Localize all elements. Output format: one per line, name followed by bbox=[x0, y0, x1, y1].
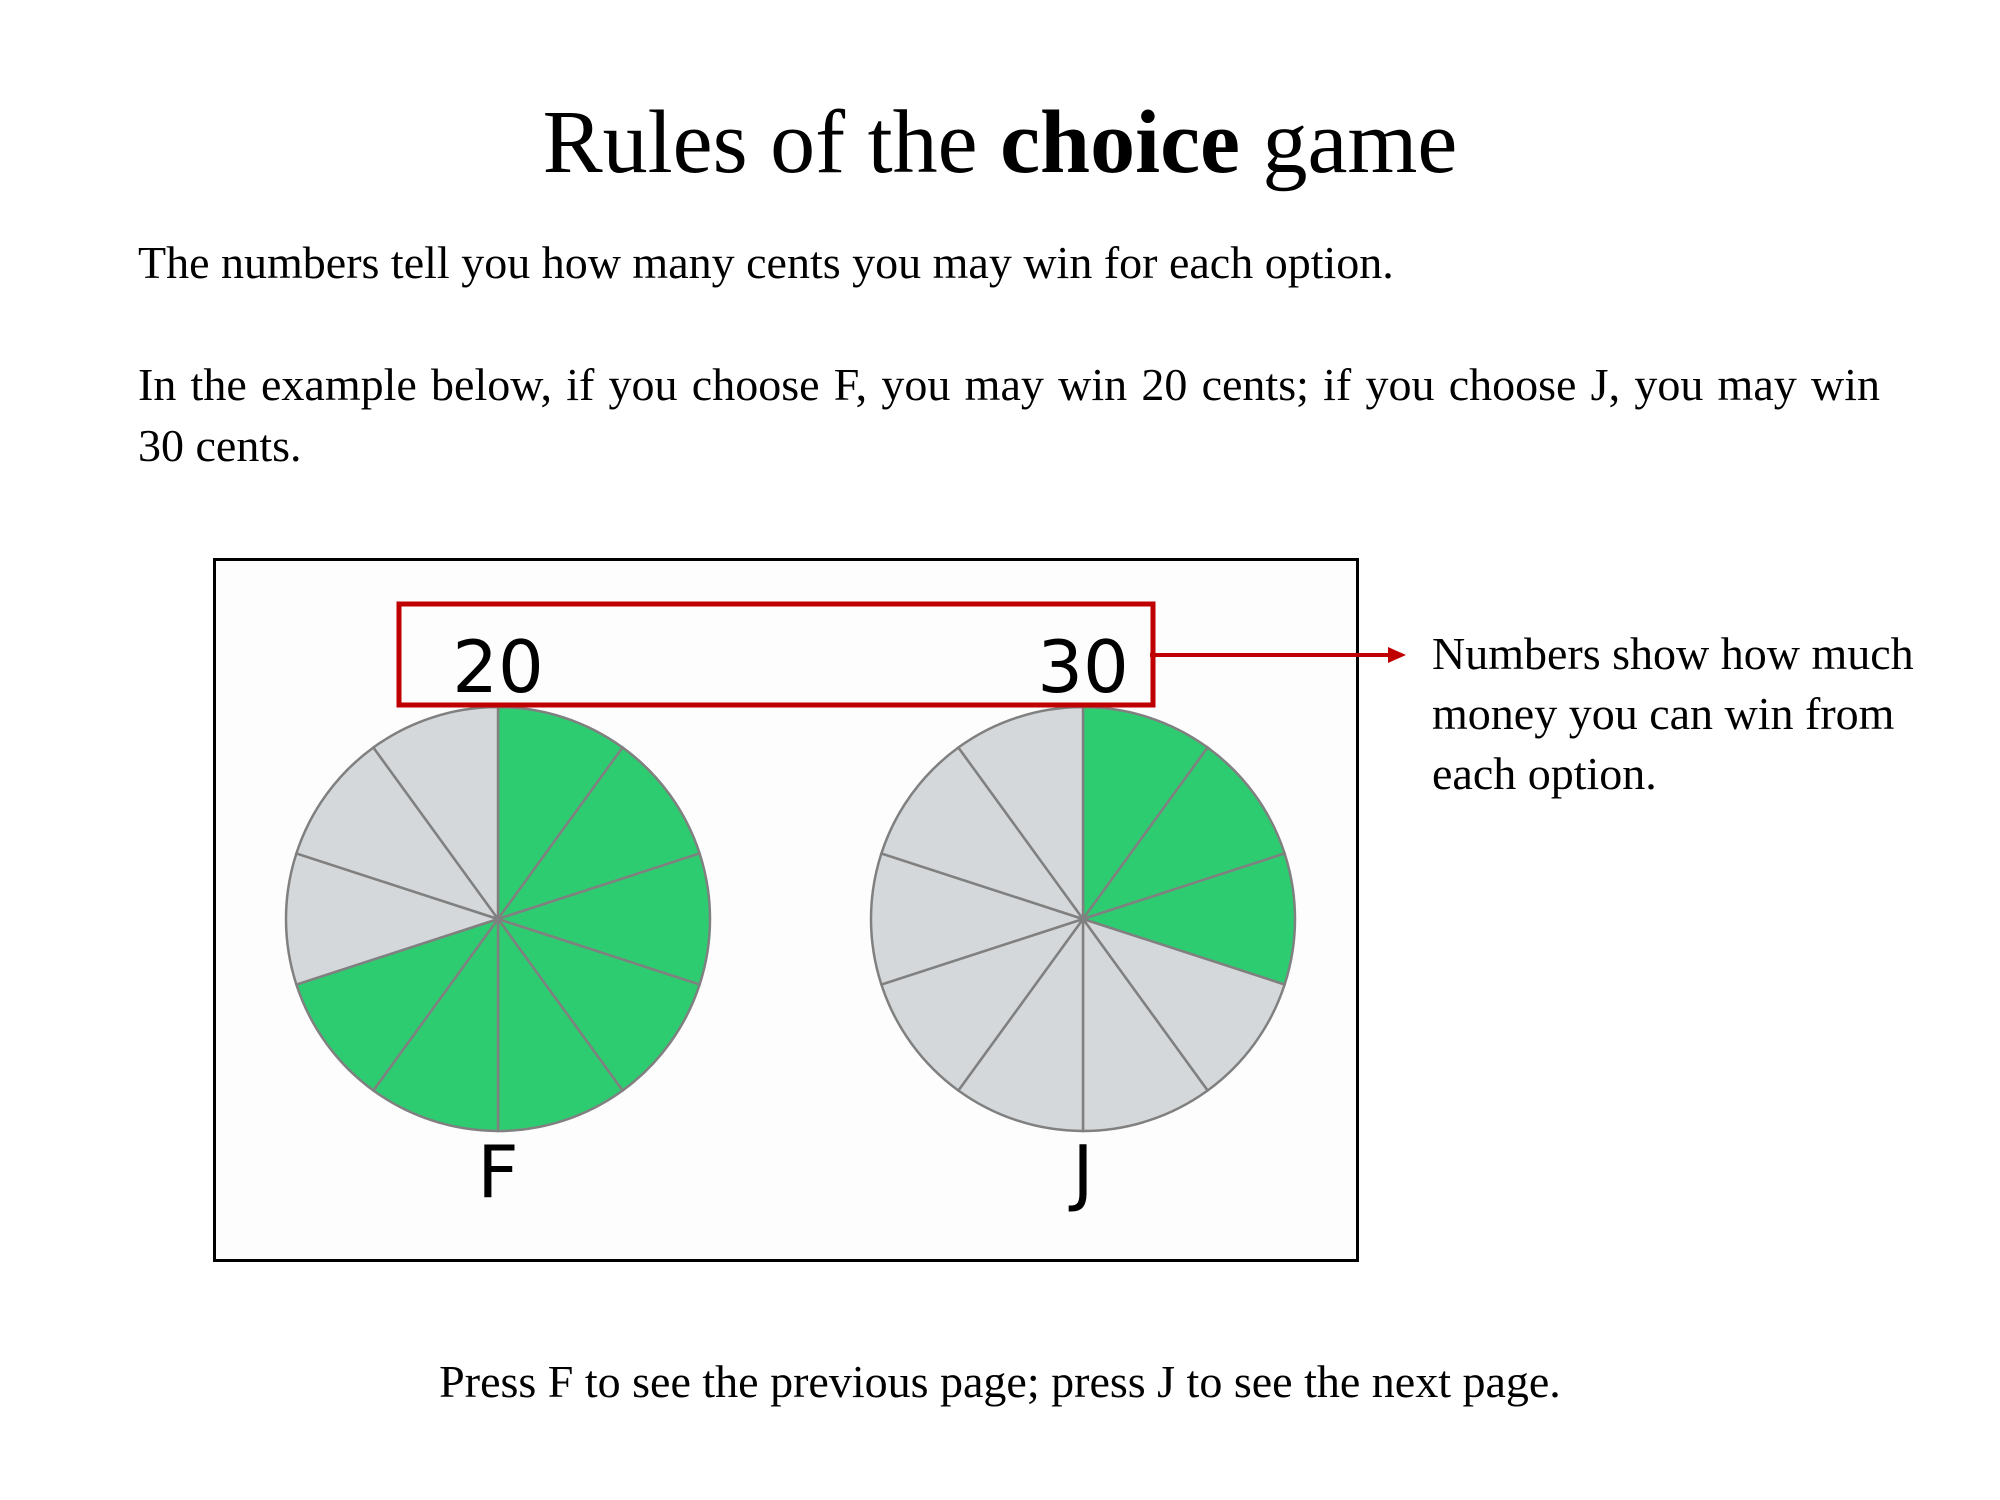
pie-slice bbox=[1079, 916, 1287, 1093]
pie-slice bbox=[371, 915, 500, 1133]
title-suffix: game bbox=[1239, 93, 1458, 192]
amount-option-f: 20 bbox=[452, 625, 544, 709]
callout-arrow bbox=[1150, 647, 1406, 663]
pie-option-f bbox=[284, 705, 712, 1133]
amount-option-j: 30 bbox=[1037, 625, 1129, 709]
pie-slice bbox=[494, 745, 702, 922]
key-label-j: J bbox=[1068, 1130, 1093, 1214]
example-figure: 20 30 F J bbox=[284, 601, 1297, 1214]
key-label-f: F bbox=[477, 1130, 518, 1214]
pie-slice bbox=[294, 745, 502, 922]
pie-slice bbox=[879, 745, 1087, 922]
pie-slice bbox=[494, 916, 702, 1093]
page-title: Rules of the choice game bbox=[0, 88, 2000, 198]
pie-slice bbox=[869, 851, 1088, 987]
pie-slice bbox=[879, 916, 1087, 1093]
pie-option-j bbox=[869, 705, 1297, 1133]
pie-slice bbox=[284, 851, 503, 987]
pie-slice bbox=[294, 916, 502, 1093]
pie-slice bbox=[1081, 915, 1210, 1133]
arrow-head-icon bbox=[1388, 647, 1406, 663]
pie-slice bbox=[1078, 851, 1297, 987]
instruction-paragraph-1: The numbers tell you how many cents you … bbox=[138, 237, 1394, 288]
callout-text: Numbers show how much money you can win … bbox=[1432, 628, 1914, 799]
example-panel: 20 30 F J bbox=[213, 558, 1359, 1262]
title-prefix: Rules of the bbox=[542, 93, 1001, 192]
pie-slice bbox=[496, 915, 625, 1133]
pie-slice bbox=[956, 915, 1085, 1133]
title-bold-word: choice bbox=[1000, 93, 1240, 192]
navigation-instruction: Press F to see the previous page; press … bbox=[439, 1356, 1561, 1407]
instruction-paragraph-2: In the example below, if you choose F, y… bbox=[138, 359, 1880, 471]
pie-slice bbox=[1079, 745, 1287, 922]
pie-slice bbox=[493, 851, 712, 987]
